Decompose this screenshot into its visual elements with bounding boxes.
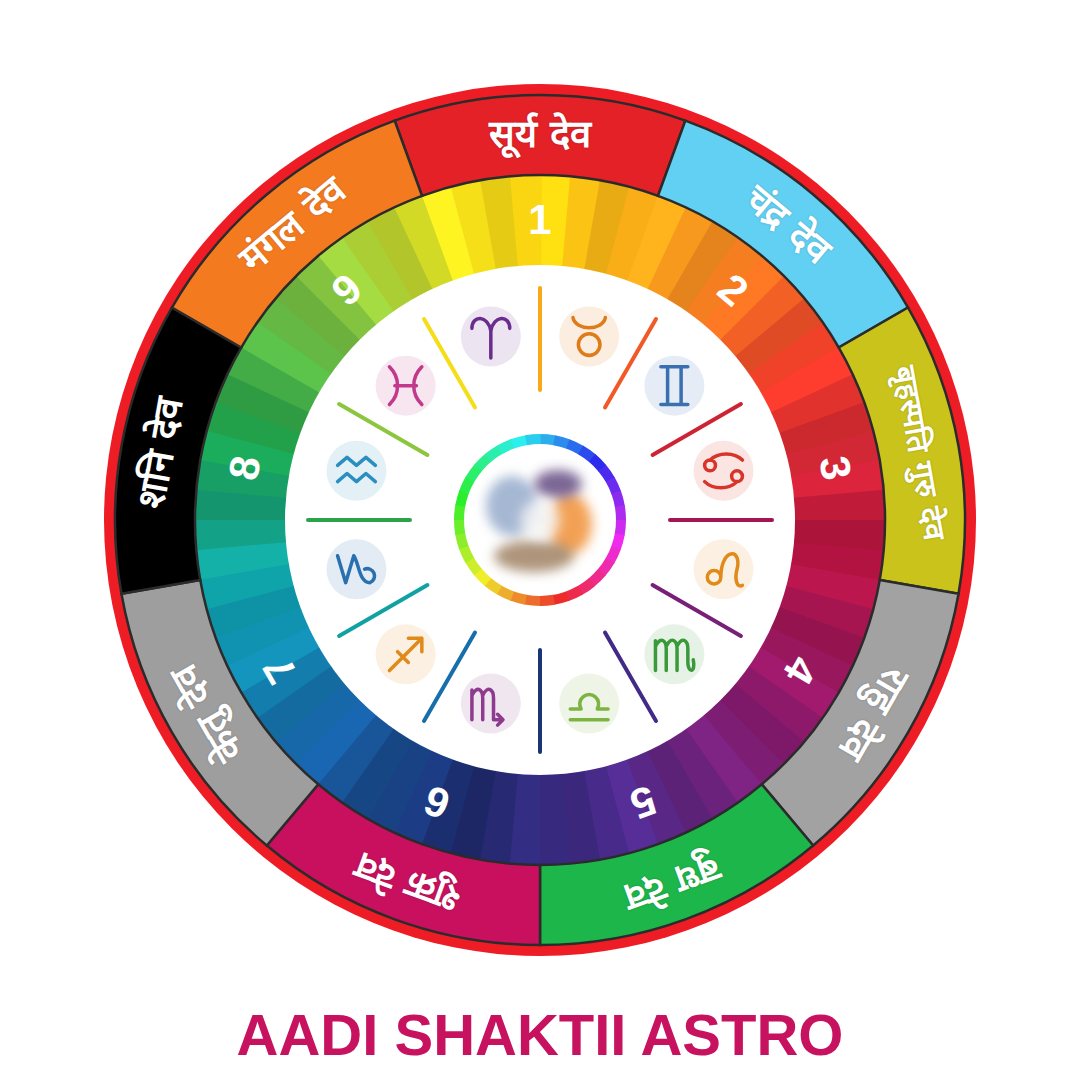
planet-band: मंगल देव <box>169 118 425 350</box>
icon-backdrop <box>644 356 704 416</box>
icon-backdrop <box>644 624 704 684</box>
icon-backdrop <box>326 441 386 501</box>
zodiac-glyph <box>705 454 743 488</box>
zodiac-icons <box>326 306 753 733</box>
zodiac-glyph <box>338 457 376 481</box>
outer-ring <box>104 84 976 956</box>
brand-title: AADI SHAKTII ASTRO <box>0 1003 1080 1067</box>
zodiac-icon <box>559 674 619 734</box>
planet-name: सूर्य देव <box>489 113 591 157</box>
emblem-ring <box>511 435 528 448</box>
icon-backdrop <box>694 539 754 599</box>
zodiac-icon <box>644 624 704 684</box>
planet-band: केतु देव <box>119 577 321 848</box>
icon-backdrop <box>376 624 436 684</box>
separator-line <box>670 518 772 522</box>
zodiac-icon <box>326 539 386 599</box>
wheel-group <box>104 84 976 956</box>
separator-line <box>538 288 542 390</box>
zodiac-icon <box>694 539 754 599</box>
centre-emblem <box>454 434 626 606</box>
icon-backdrop <box>461 306 521 366</box>
planet-band: चंद्र देव <box>655 118 911 350</box>
emblem-blob <box>494 540 574 572</box>
zodiac-glyph <box>661 367 688 405</box>
emblem-ring <box>611 491 624 508</box>
zodiac-glyph <box>338 556 375 583</box>
zodiac-glyph <box>570 695 608 720</box>
band-wedge <box>121 580 318 846</box>
emblem-ring <box>553 591 570 604</box>
planet-band: सूर्य देव <box>392 93 688 198</box>
separator-line <box>308 518 410 522</box>
planet-band: शुक्र देव <box>264 782 542 947</box>
band-wedge <box>267 784 540 945</box>
planet-band: राहु देव <box>759 577 961 848</box>
zodiac-glyph <box>472 319 510 359</box>
rainbow-facet <box>194 518 287 550</box>
emblem-ring <box>455 533 468 550</box>
separator-line <box>538 650 542 752</box>
zodiac-icon <box>694 441 754 501</box>
zodiac-glyph <box>707 554 742 586</box>
zodiac-separators <box>308 288 772 752</box>
band-wedge <box>658 121 908 348</box>
icon-backdrop <box>461 674 521 734</box>
icon-backdrop <box>559 306 619 366</box>
band-wedge <box>540 784 813 945</box>
emblem-ring <box>540 434 556 445</box>
band-wedge <box>395 95 686 196</box>
band-wedge <box>839 308 965 594</box>
zodiac-icon <box>559 306 619 366</box>
icon-backdrop <box>376 356 436 416</box>
planet-band: बुध देव <box>538 782 816 947</box>
zodiac-glyph <box>655 640 693 670</box>
planet-band: बृहस्पति गुरु देव <box>836 305 967 596</box>
inner-disc <box>285 265 795 775</box>
planet-band: शनि देव <box>113 305 244 596</box>
emblem-ring <box>524 595 540 606</box>
emblem-ring <box>454 504 465 520</box>
emblem-ring <box>539 595 555 606</box>
icon-backdrop <box>559 674 619 734</box>
zodiac-icon <box>461 674 521 734</box>
zodiac-glyph <box>389 367 421 405</box>
emblem-ring <box>525 434 541 445</box>
icon-backdrop <box>694 441 754 501</box>
zodiac-glyph <box>472 689 503 725</box>
emblem-ring <box>615 520 626 536</box>
zodiac-glyph <box>573 318 605 356</box>
zodiac-glyph <box>389 638 421 670</box>
zodiac-icon <box>376 356 436 416</box>
band-wedge <box>762 580 959 846</box>
ring-number: 1 <box>528 199 551 241</box>
band-wedge <box>172 121 422 348</box>
zodiac-icon <box>461 306 521 366</box>
emblem-blob <box>520 500 560 540</box>
band-wedge <box>115 308 241 594</box>
zodiac-icon <box>326 441 386 501</box>
zodiac-icon <box>644 356 704 416</box>
rainbow-ring <box>194 174 886 866</box>
rainbow-facet <box>793 490 886 522</box>
emblem-ring <box>454 519 465 535</box>
emblem-blob <box>534 470 582 498</box>
rainbow-facet <box>538 773 570 866</box>
emblem-ring <box>615 505 626 521</box>
zodiac-icon <box>376 624 436 684</box>
icon-backdrop <box>326 539 386 599</box>
